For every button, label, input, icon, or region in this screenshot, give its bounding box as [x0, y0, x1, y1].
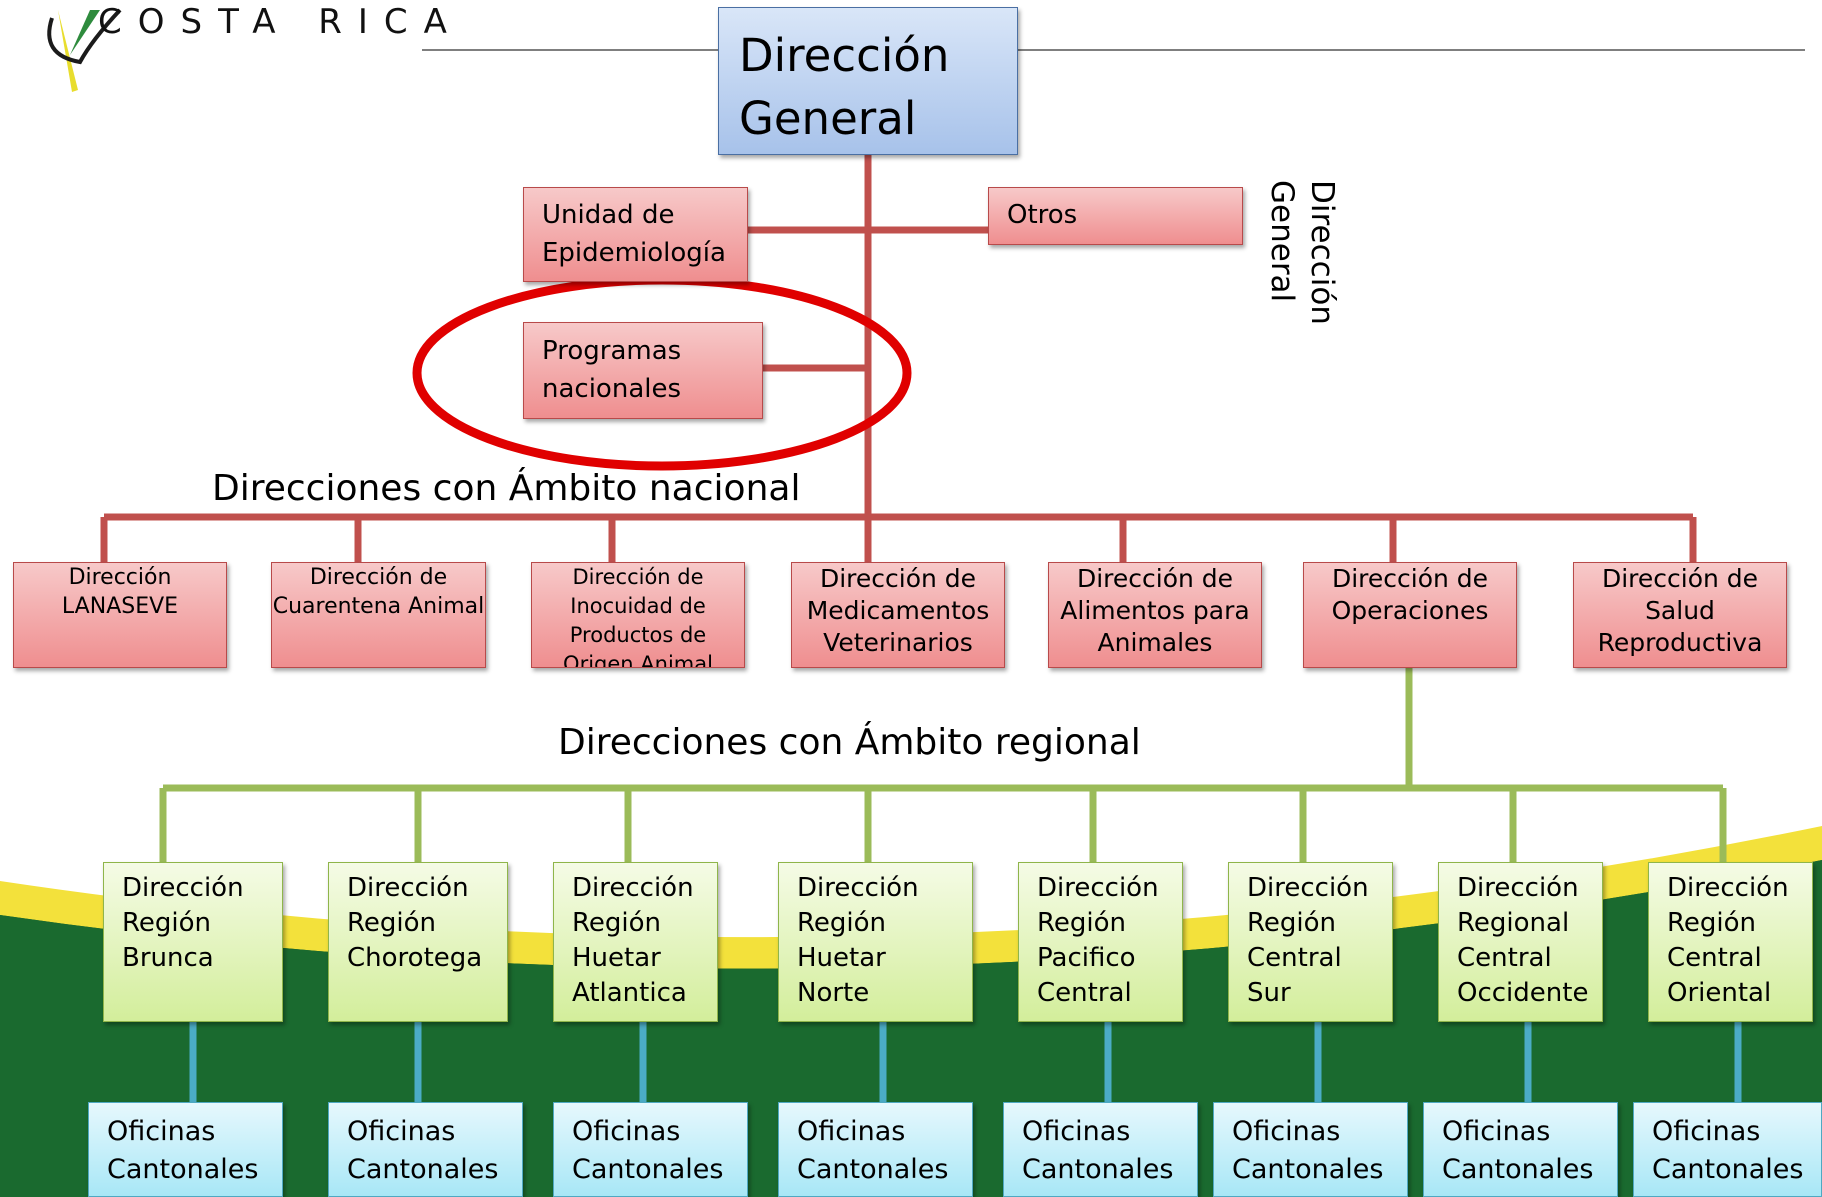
regional-unit-brunca: Dirección Región Brunca — [103, 862, 283, 1022]
office-label: Oficinas Cantonales — [107, 1116, 259, 1185]
unidad-epidemiologia-label: Unidad de Epidemiología — [542, 200, 726, 268]
regional-unit-huetar-atlantica: Dirección Región Huetar Atlantica — [553, 862, 718, 1022]
otros-label: Otros — [1007, 200, 1078, 230]
office-huetar-atlantica: Oficinas Cantonales — [553, 1102, 748, 1197]
national-unit-label: Dirección de Inocuidad de Productos de O… — [563, 565, 713, 668]
otros-box: Otros — [988, 187, 1243, 245]
national-unit-label: Dirección de Medicamentos Veterinarios — [806, 564, 990, 657]
heading-ambito-nacional: Direcciones con Ámbito nacional — [212, 468, 801, 509]
national-unit-label: Dirección de Cuarentena Animal — [272, 565, 485, 619]
office-brunca: Oficinas Cantonales — [88, 1102, 283, 1197]
regional-unit-chorotega: Dirección Región Chorotega — [328, 862, 508, 1022]
regional-unit-pacifico-central: Dirección Región Pacifico Central — [1018, 862, 1183, 1022]
national-unit-label: Dirección de Alimentos para Animales — [1060, 564, 1250, 657]
office-label: Oficinas Cantonales — [572, 1116, 724, 1185]
national-unit-medicamentos: Dirección de Medicamentos Veterinarios — [791, 562, 1005, 668]
office-central-oriental: Oficinas Cantonales — [1633, 1102, 1822, 1197]
programas-nacionales-label: Programas nacionales — [542, 336, 682, 404]
heading-ambito-regional: Direcciones con Ámbito regional — [558, 722, 1141, 763]
office-huetar-norte: Oficinas Cantonales — [778, 1102, 973, 1197]
office-label: Oficinas Cantonales — [1652, 1116, 1804, 1185]
office-label: Oficinas Cantonales — [797, 1116, 949, 1185]
national-unit-label: Dirección de Operaciones — [1331, 564, 1489, 625]
office-central-occidente: Oficinas Cantonales — [1423, 1102, 1618, 1197]
regional-unit-label: Dirección Región Central Sur — [1247, 873, 1369, 1008]
direccion-general-box: Dirección General — [718, 7, 1018, 155]
national-unit-salud-reproductiva: Dirección de Salud Reproductiva — [1573, 562, 1787, 668]
office-pacifico-central: Oficinas Cantonales — [1003, 1102, 1198, 1197]
national-unit-label: Dirección de Salud Reproductiva — [1597, 564, 1763, 657]
unidad-epidemiologia-box: Unidad de Epidemiología — [523, 187, 748, 282]
regional-unit-huetar-norte: Dirección Región Huetar Norte — [778, 862, 973, 1022]
national-unit-cuarentena: Dirección de Cuarentena Animal — [271, 562, 486, 668]
national-unit-lanaseve: Dirección LANASEVE — [13, 562, 227, 668]
office-label: Oficinas Cantonales — [1232, 1116, 1384, 1185]
regional-unit-label: Dirección Región Central Oriental — [1667, 873, 1789, 1008]
regional-unit-label: Dirección Región Huetar Atlantica — [572, 873, 694, 1008]
office-central-sur: Oficinas Cantonales — [1213, 1102, 1408, 1197]
office-label: Oficinas Cantonales — [347, 1116, 499, 1185]
logo-mark — [47, 8, 122, 92]
national-unit-label: Dirección LANASEVE — [61, 565, 179, 619]
regional-unit-central-sur: Dirección Región Central Sur — [1228, 862, 1393, 1022]
programas-nacionales-box: Programas nacionales — [523, 322, 763, 419]
vertical-direccion-general-label: Dirección General — [1264, 180, 1340, 325]
national-unit-alimentos: Dirección de Alimentos para Animales — [1048, 562, 1262, 668]
regional-unit-central-occidente: Dirección Regional Central Occidente — [1438, 862, 1603, 1022]
office-label: Oficinas Cantonales — [1442, 1116, 1594, 1185]
logo-text: COSTA RICA — [98, 2, 463, 42]
regional-unit-label: Dirección Región Pacifico Central — [1037, 873, 1159, 1008]
regional-unit-label: Dirección Región Huetar Norte — [797, 873, 919, 1008]
regional-unit-central-oriental: Dirección Región Central Oriental — [1648, 862, 1813, 1022]
regional-unit-label: Dirección Región Brunca — [122, 873, 244, 973]
national-unit-inocuidad: Dirección de Inocuidad de Productos de O… — [531, 562, 745, 668]
office-chorotega: Oficinas Cantonales — [328, 1102, 523, 1197]
office-label: Oficinas Cantonales — [1022, 1116, 1174, 1185]
regional-unit-label: Dirección Región Chorotega — [347, 873, 483, 973]
national-unit-operaciones: Dirección de Operaciones — [1303, 562, 1517, 668]
direccion-general-label: Dirección General — [739, 29, 950, 145]
regional-unit-label: Dirección Regional Central Occidente — [1457, 873, 1589, 1008]
